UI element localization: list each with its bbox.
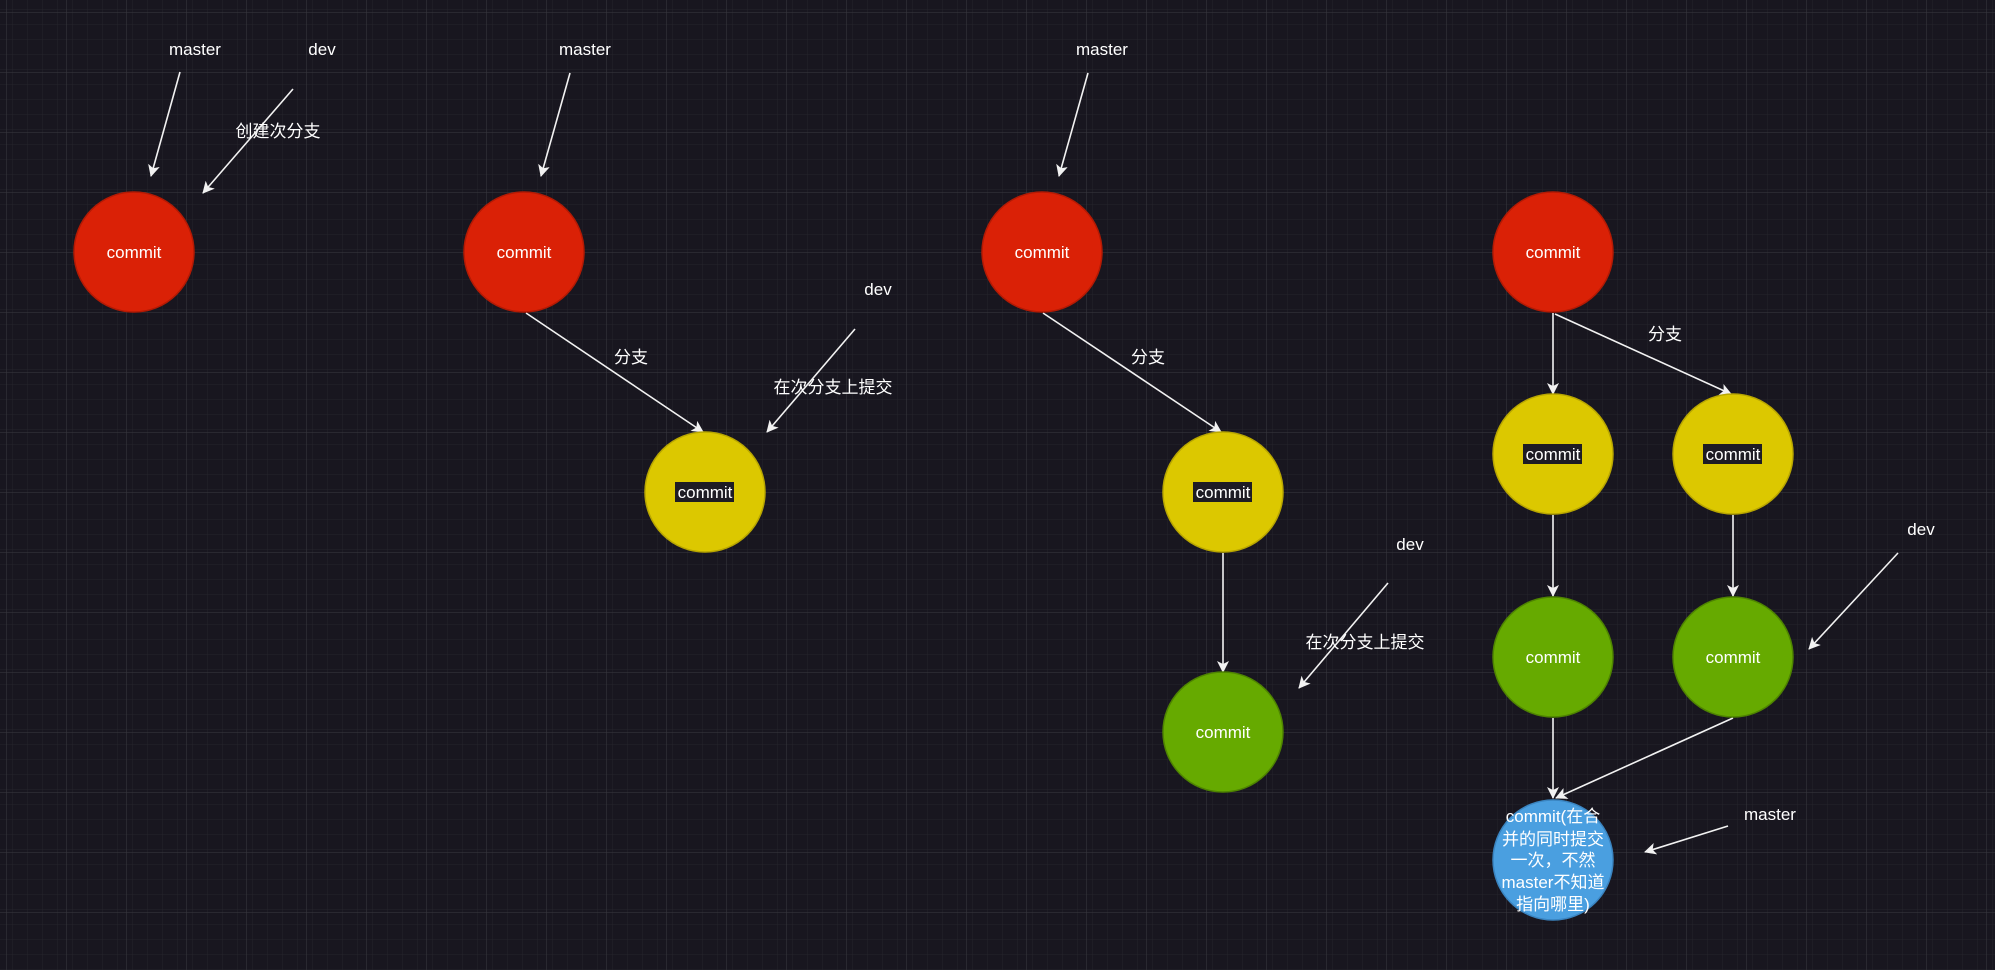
p2-annotation[interactable]: 在次分支上提交	[774, 378, 893, 397]
p3-annotation[interactable]: 在次分支上提交	[1306, 633, 1425, 652]
p3-dev-label[interactable]: dev	[1396, 535, 1424, 554]
panel-4: 分支 dev master commit commit commit commi…	[1492, 191, 1935, 921]
panel-3: master 分支 dev 在次分支上提交 commit commit comm…	[981, 40, 1425, 793]
node-label: commit	[107, 243, 162, 262]
merge-label-line-5: 指向哪里)	[1516, 895, 1590, 914]
p2-master-label[interactable]: master	[559, 40, 611, 59]
p4-left-new-commit-node[interactable]: commit	[1492, 596, 1614, 718]
p3-new-commit-node[interactable]: commit	[1162, 671, 1284, 793]
p3-master-label[interactable]: master	[1076, 40, 1128, 59]
node-label: commit	[1196, 723, 1251, 742]
p3-branch-edge-label[interactable]: 分支	[1131, 348, 1165, 367]
p4-root-to-right-edge[interactable]	[1554, 313, 1732, 395]
p3-dev-pointer-arrow[interactable]	[1298, 582, 1389, 689]
p2-branch-edge[interactable]	[525, 312, 704, 433]
p3-branch-commit-node[interactable]: commit	[1162, 431, 1284, 553]
p2-master-pointer-arrow[interactable]	[538, 72, 571, 177]
p4-left-branch-commit-node[interactable]: commit	[1492, 393, 1614, 515]
p4-root-commit-node[interactable]: commit	[1492, 191, 1614, 313]
p1-dev-label[interactable]: dev	[308, 40, 336, 59]
p4-master-pointer-arrow[interactable]	[1644, 825, 1729, 855]
p2-branch-edge-label[interactable]: 分支	[614, 348, 648, 367]
p2-branch-commit-node[interactable]: commit	[644, 431, 766, 553]
node-label: commit	[1526, 243, 1581, 262]
p4-dev-label[interactable]: dev	[1907, 520, 1935, 539]
node-label: commit	[1526, 445, 1581, 464]
p2-master-commit-node[interactable]: commit	[463, 191, 585, 313]
merge-label-line-3: 一次，不然	[1511, 851, 1596, 870]
p1-master-pointer-arrow[interactable]	[148, 71, 181, 177]
p3-master-pointer-arrow[interactable]	[1056, 72, 1089, 177]
p1-dev-pointer-arrow[interactable]	[202, 88, 294, 194]
p2-dev-label[interactable]: dev	[864, 280, 892, 299]
p4-right-new-commit-node[interactable]: commit	[1672, 596, 1794, 718]
text-highlight	[1703, 444, 1762, 464]
p3-master-commit-node[interactable]: commit	[981, 191, 1103, 313]
merge-label-line-1: commit(在合	[1506, 807, 1600, 826]
node-label: commit	[678, 483, 733, 502]
p4-master-label[interactable]: master	[1744, 805, 1796, 824]
p4-right-merge-edge[interactable]	[1555, 717, 1734, 799]
merge-label-line-2: 并的同时提交	[1502, 830, 1604, 849]
p1-annotation[interactable]: 创建次分支	[236, 122, 321, 141]
text-highlight	[1193, 482, 1252, 502]
p3-branch-edge[interactable]	[1042, 312, 1222, 433]
panel-1: master dev 创建次分支 commit	[73, 40, 336, 313]
node-label: commit	[1526, 648, 1581, 667]
p4-right-branch-commit-node[interactable]: commit	[1672, 393, 1794, 515]
node-label: commit	[497, 243, 552, 262]
p4-dev-pointer-arrow[interactable]	[1808, 552, 1899, 650]
p1-master-commit-node[interactable]: commit	[73, 191, 195, 313]
panel-2: master 分支 dev 在次分支上提交 commit commit	[463, 40, 893, 553]
node-label: commit	[1196, 483, 1251, 502]
p2-dev-pointer-arrow[interactable]	[766, 328, 856, 433]
p4-merge-commit-node[interactable]: commit(在合 并的同时提交 一次，不然 master不知道 指向哪里)	[1492, 799, 1614, 921]
merge-label-line-4: master不知道	[1502, 873, 1605, 892]
text-highlight	[675, 482, 734, 502]
text-highlight	[1523, 444, 1582, 464]
p4-branch-edge-label[interactable]: 分支	[1648, 325, 1682, 344]
node-label: commit	[1015, 243, 1070, 262]
p1-master-label[interactable]: master	[169, 40, 221, 59]
node-label: commit	[1706, 648, 1761, 667]
node-label: commit	[1706, 445, 1761, 464]
